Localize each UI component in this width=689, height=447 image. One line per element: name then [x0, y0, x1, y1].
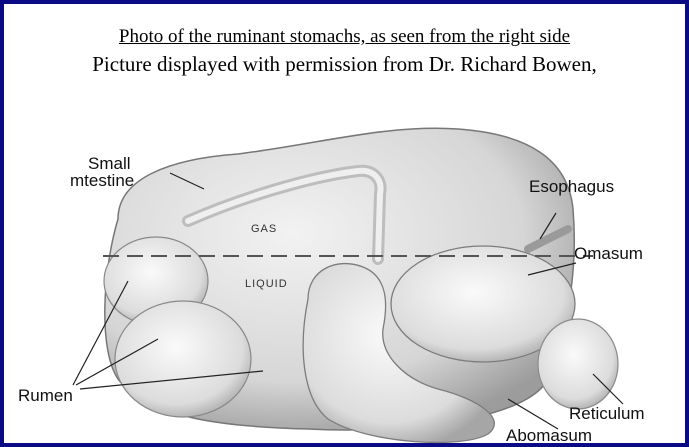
label-esophagus: Esophagus: [529, 177, 614, 196]
label-abomasum: Abomasum: [506, 426, 592, 445]
label-rumen: Rumen: [18, 386, 73, 405]
reticulum-organ: [538, 319, 618, 409]
label-reticulum: Reticulum: [569, 404, 645, 423]
label-gas: GAS: [251, 223, 277, 235]
label-omasum: Omasum: [574, 244, 643, 263]
label-small-intestine-line2: mtestine: [70, 171, 134, 190]
rumen-lobe-lower: [115, 301, 251, 417]
caption-credit: Picture displayed with permission from D…: [4, 52, 685, 77]
stomach-photo: Small mtestine GAS LIQUID Esophagus Omas…: [8, 99, 689, 447]
label-liquid: LIQUID: [245, 278, 288, 290]
caption-title: Photo of the ruminant stomachs, as seen …: [4, 26, 685, 48]
